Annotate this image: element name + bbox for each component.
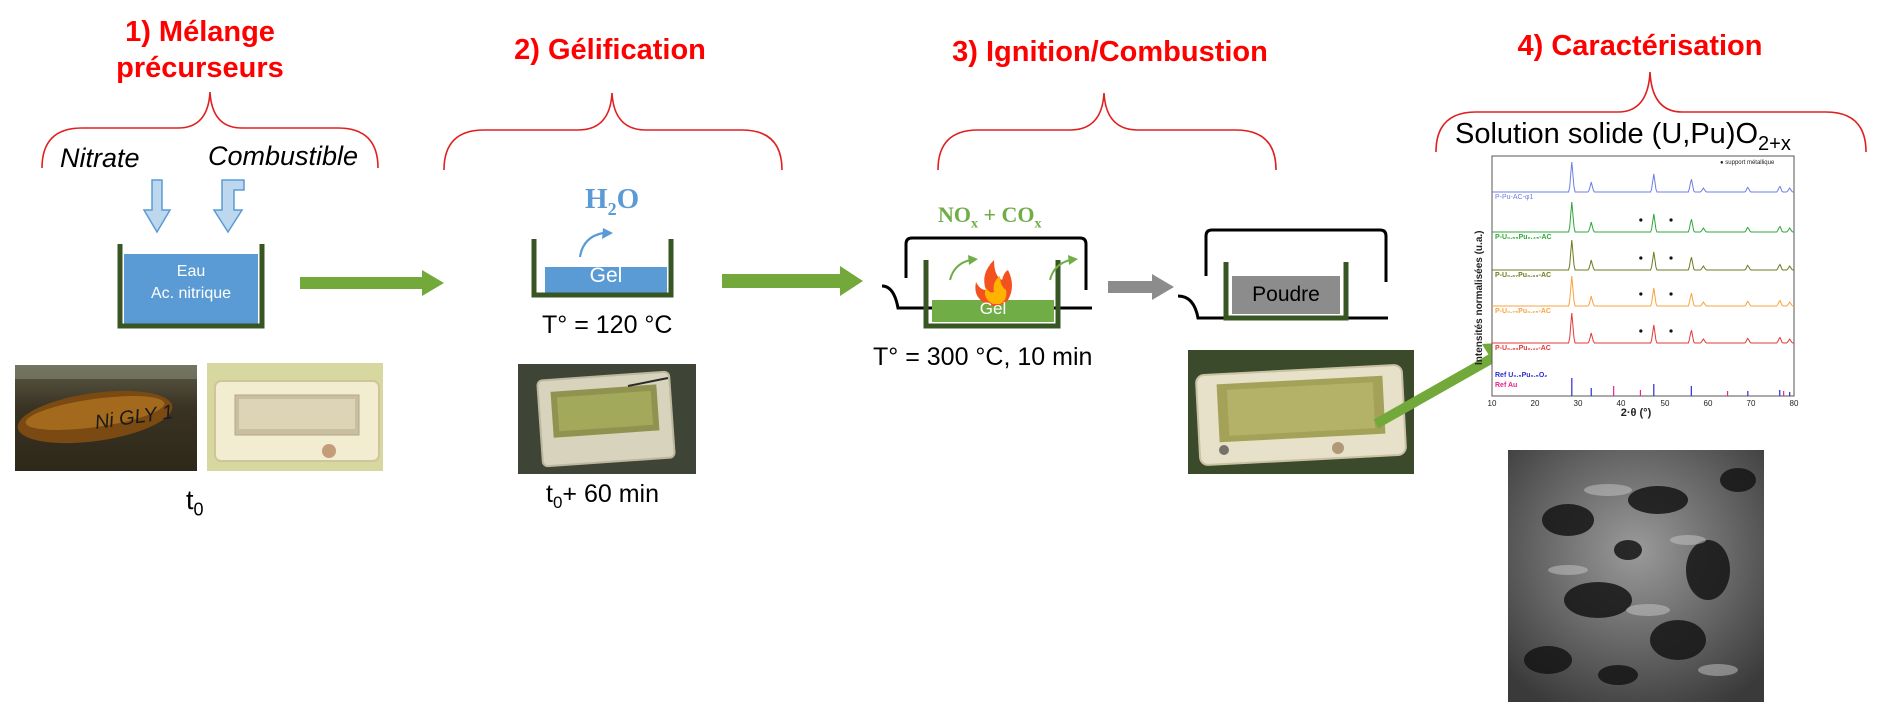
- nitrate-arrow-icon: [142, 179, 172, 234]
- step1-title-line1: 1) Mélange: [125, 16, 275, 48]
- xrd-support-marker-3-0: [1639, 292, 1643, 296]
- brace-step1: [41, 91, 379, 169]
- xrd-xlabel: 2·θ (°): [1621, 407, 1652, 419]
- xrd-series-label-1: P-U₀.₅₅Pu₀.₄₅-AC: [1495, 234, 1552, 241]
- xrd-series-label-4: P-U₀.₈₉Pu₀.₁₁-AC: [1495, 345, 1551, 352]
- vapor-h2o-label: H2O: [585, 183, 640, 219]
- time-t0-60-label: t0+ 60 min: [546, 480, 660, 512]
- gas-arrow-left-icon: [949, 259, 971, 281]
- photo-powder-boat: [1188, 350, 1414, 474]
- step1-title: 1) Mélange précurseurs: [60, 14, 340, 86]
- xrd-tick-60: 60: [1704, 399, 1713, 408]
- brace-step3: [937, 92, 1277, 171]
- step1-title-line2: précurseurs: [116, 52, 284, 84]
- xrd-trace-0: [1492, 161, 1794, 193]
- photo-precursor-vial: Ni GLY 1: [15, 365, 197, 471]
- dish-walls: [531, 239, 674, 298]
- xrd-tick-50: 50: [1661, 399, 1670, 408]
- step1-beaker-diagram: [117, 179, 265, 329]
- process-arrow-1: [300, 270, 444, 296]
- combustible-arrow-icon: [212, 179, 245, 234]
- gas-release-label: NOx + COx: [938, 202, 1042, 232]
- xrd-support-marker-4-0: [1639, 329, 1643, 333]
- gel-label-step3: Gel: [979, 299, 1007, 318]
- xrd-legend-note: ● support métallique: [1720, 160, 1775, 166]
- xrd-trace-4: [1492, 312, 1794, 344]
- step4-title: 4) Caractérisation: [1517, 30, 1763, 62]
- input-combustible-label: Combustible: [208, 141, 359, 171]
- step3-title: 3) Ignition/Combustion: [952, 36, 1268, 68]
- xrd-series-label-2: P-U₀.₆₇Pu₀.₃₃-AC: [1495, 272, 1551, 279]
- brace-step2: [443, 92, 783, 171]
- xrd-support-marker-2-1: [1669, 256, 1673, 260]
- xrd-support-marker-1-1: [1669, 218, 1673, 222]
- xrd-trace-2: [1492, 239, 1794, 271]
- evaporation-arrow-icon: [578, 231, 604, 258]
- beaker-walls: [117, 244, 265, 329]
- gel-fill-step3: [932, 300, 1054, 322]
- xrd-ylabel: Intensités normalisées (u.a.): [1474, 231, 1485, 366]
- xrd-plot-frame: [1491, 155, 1795, 397]
- xrd-support-marker-4-1: [1669, 329, 1673, 333]
- powder-label: Poudre: [1252, 283, 1320, 306]
- xrd-series-label-0: P-Pu-AC-φ1: [1495, 194, 1533, 201]
- xrd-support-marker-2-0: [1639, 256, 1643, 260]
- powder-fill: [1232, 276, 1340, 314]
- dish-walls-powder: [1223, 262, 1349, 321]
- xrd-tick-20: 20: [1531, 399, 1540, 408]
- furnace-base: [881, 284, 1092, 310]
- furnace-lid-2: [1204, 228, 1388, 282]
- time-t0-base: t: [186, 485, 194, 515]
- xrd-tick-10: 10: [1488, 399, 1497, 408]
- beaker-label-acid: Ac. nitrique: [150, 285, 232, 302]
- xrd-support-marker-1-0: [1639, 218, 1643, 222]
- time-t0-label: t0: [186, 485, 204, 520]
- gel-label-step2: Gel: [589, 264, 623, 287]
- furnace-lid: [904, 236, 1088, 290]
- photo-gelification-boat: [518, 364, 696, 474]
- time-t0-sub: 0: [193, 499, 204, 520]
- beaker-water-fill: [124, 254, 258, 324]
- step2-title: 2) Gélification: [514, 34, 706, 66]
- process-arrow-3: [1108, 274, 1174, 300]
- photo-precursor-boat: [207, 363, 383, 471]
- brace-step4: [1435, 71, 1867, 153]
- gas-arrow-right-icon: [1049, 259, 1071, 281]
- xrd-support-marker-3-1: [1669, 292, 1673, 296]
- xrd-ref-label-1: Ref U₀.₅Pu₀.₅O₂: [1495, 372, 1547, 379]
- xrd-trace-1: [1492, 201, 1794, 233]
- step3-combustion-diagram: [881, 236, 1092, 329]
- photo-sem-micrograph: [1508, 450, 1764, 702]
- xrd-tick-70: 70: [1747, 399, 1756, 408]
- step3-powder-diagram: [1177, 228, 1388, 321]
- xrd-tick-30: 30: [1574, 399, 1583, 408]
- furnace-base-2: [1177, 294, 1388, 320]
- solid-solution-label: Solution solide (U,Pu)O2+x: [1455, 118, 1791, 155]
- process-arrow-2: [722, 266, 863, 296]
- temperature-120-label: T° = 120 °C: [542, 311, 673, 339]
- gel-fill: [545, 267, 667, 293]
- xrd-trace-3: [1492, 275, 1794, 307]
- flame-icon: [975, 260, 1012, 306]
- dish-walls-step3: [923, 260, 1061, 329]
- xrd-tick-80: 80: [1790, 399, 1799, 408]
- beaker-label-water: Eau: [176, 263, 206, 280]
- xrd-chart: Intensités normalisées (u.a.) 2·θ (°) ● …: [1470, 150, 1800, 420]
- input-nitrate-label: Nitrate: [60, 143, 140, 173]
- temperature-300-label: T° = 300 °C, 10 min: [873, 343, 1093, 371]
- xrd-tick-40: 40: [1617, 399, 1626, 408]
- step2-gel-diagram: [531, 228, 674, 298]
- xrd-series-label-3: P-U₀.₇₅Pu₀.₂₅-AC: [1495, 308, 1551, 315]
- xrd-ref-label-2: Ref Au: [1495, 382, 1517, 389]
